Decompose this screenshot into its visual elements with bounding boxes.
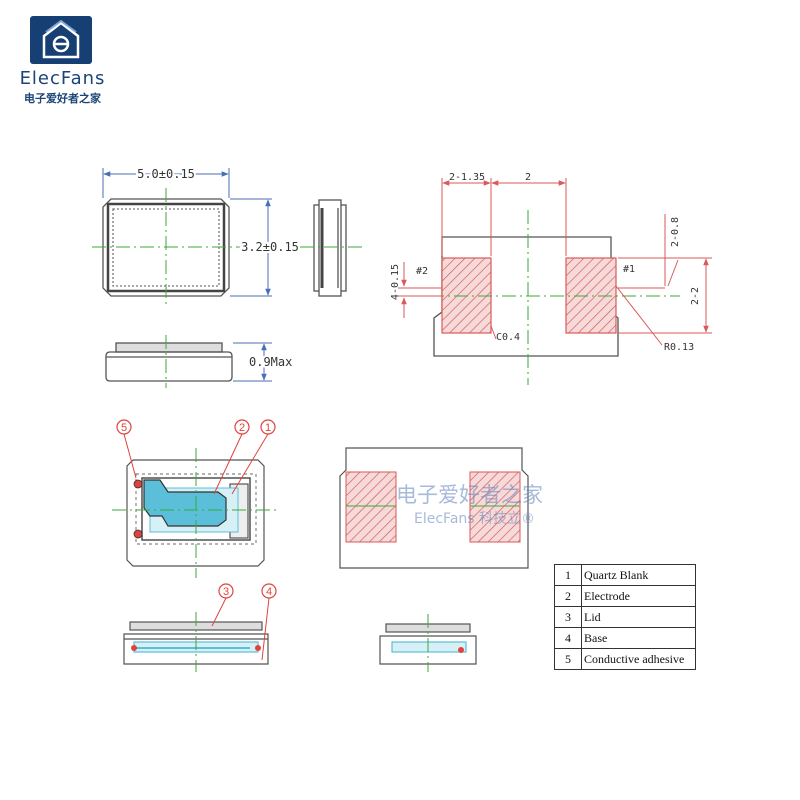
length-dimension-label: 5.0±0.15 xyxy=(137,167,195,181)
length-dimension xyxy=(102,168,230,198)
legend-number: 1 xyxy=(554,564,582,586)
pin1-height-label: 2-2 xyxy=(690,287,701,305)
logo-emblem-icon xyxy=(30,16,92,64)
pin1-label: #1 xyxy=(623,264,635,275)
width-dimension-label: 3.2±0.15 xyxy=(241,240,299,254)
bottom-pad-right xyxy=(469,471,521,543)
legend-row: 4 Base xyxy=(554,627,696,649)
legend-number: 2 xyxy=(554,585,582,607)
legend-number: 4 xyxy=(554,627,582,649)
legend-row: 2 Electrode xyxy=(554,585,696,607)
corner-radius-label: R0.13 xyxy=(664,342,694,353)
logo-name: ElecFans xyxy=(19,68,106,89)
parts-legend-table: 1 Quartz Blank 2 Electrode 3 Lid 4 Base … xyxy=(554,564,696,670)
legend-number: 3 xyxy=(554,606,582,628)
logo-subtitle: 电子爱好者之家 xyxy=(24,92,101,105)
elecfans-logo: ElecFans 电子爱好者之家 xyxy=(10,16,115,106)
callout-5-label: 5 xyxy=(121,422,127,434)
bottom-view xyxy=(339,447,529,569)
pin2-label: #2 xyxy=(416,266,428,277)
watermark-text: 电子爱好者之家 xyxy=(396,483,543,507)
legend-name: Quartz Blank xyxy=(581,564,696,586)
watermark-subtext: ElecFans 科技立® xyxy=(414,511,536,527)
legend-row: 1 Quartz Blank xyxy=(554,564,696,586)
chamfer-label: C0.4 xyxy=(496,332,520,343)
pad-center-lines xyxy=(430,210,680,385)
side-view-right xyxy=(313,199,347,297)
legend-name: Base xyxy=(581,627,696,649)
electrode xyxy=(143,479,227,527)
height-dimension xyxy=(233,342,272,382)
legend-row: 5 Conductive adhesive xyxy=(554,648,696,670)
callout-2-label: 2 xyxy=(239,422,245,434)
width-dimension xyxy=(230,198,272,297)
adhesive-dot-bottom xyxy=(133,529,143,539)
legend-name: Lid xyxy=(581,606,696,628)
pad-width-label: 2-1.35 xyxy=(449,172,485,183)
top-view-center-lines xyxy=(92,188,240,308)
pad-gap-label: 2 xyxy=(525,172,531,183)
callout-4: 4 xyxy=(261,583,277,599)
legend-number: 5 xyxy=(554,648,582,670)
side-view-bottom xyxy=(105,342,233,382)
callout-3-label: 3 xyxy=(223,586,229,598)
callout-3: 3 xyxy=(218,583,234,599)
pin1-width-label: 2-0.8 xyxy=(670,217,681,247)
height-dimension-label: 0.9Max xyxy=(249,355,292,369)
pad-dimension-lines xyxy=(398,178,712,346)
adhesive-dot-top xyxy=(133,479,143,489)
bottom-pad-left xyxy=(345,471,397,543)
pad-height-label: 4-0.15 xyxy=(390,264,401,300)
callout-1-label: 1 xyxy=(265,422,271,434)
callout-1: 1 xyxy=(260,419,276,435)
legend-row: 3 Lid xyxy=(554,606,696,628)
legend-name: Conductive adhesive xyxy=(581,648,696,670)
callout-5: 5 xyxy=(116,419,132,435)
callout-2: 2 xyxy=(234,419,250,435)
callout-4-label: 4 xyxy=(266,586,272,598)
legend-name: Electrode xyxy=(581,585,696,607)
